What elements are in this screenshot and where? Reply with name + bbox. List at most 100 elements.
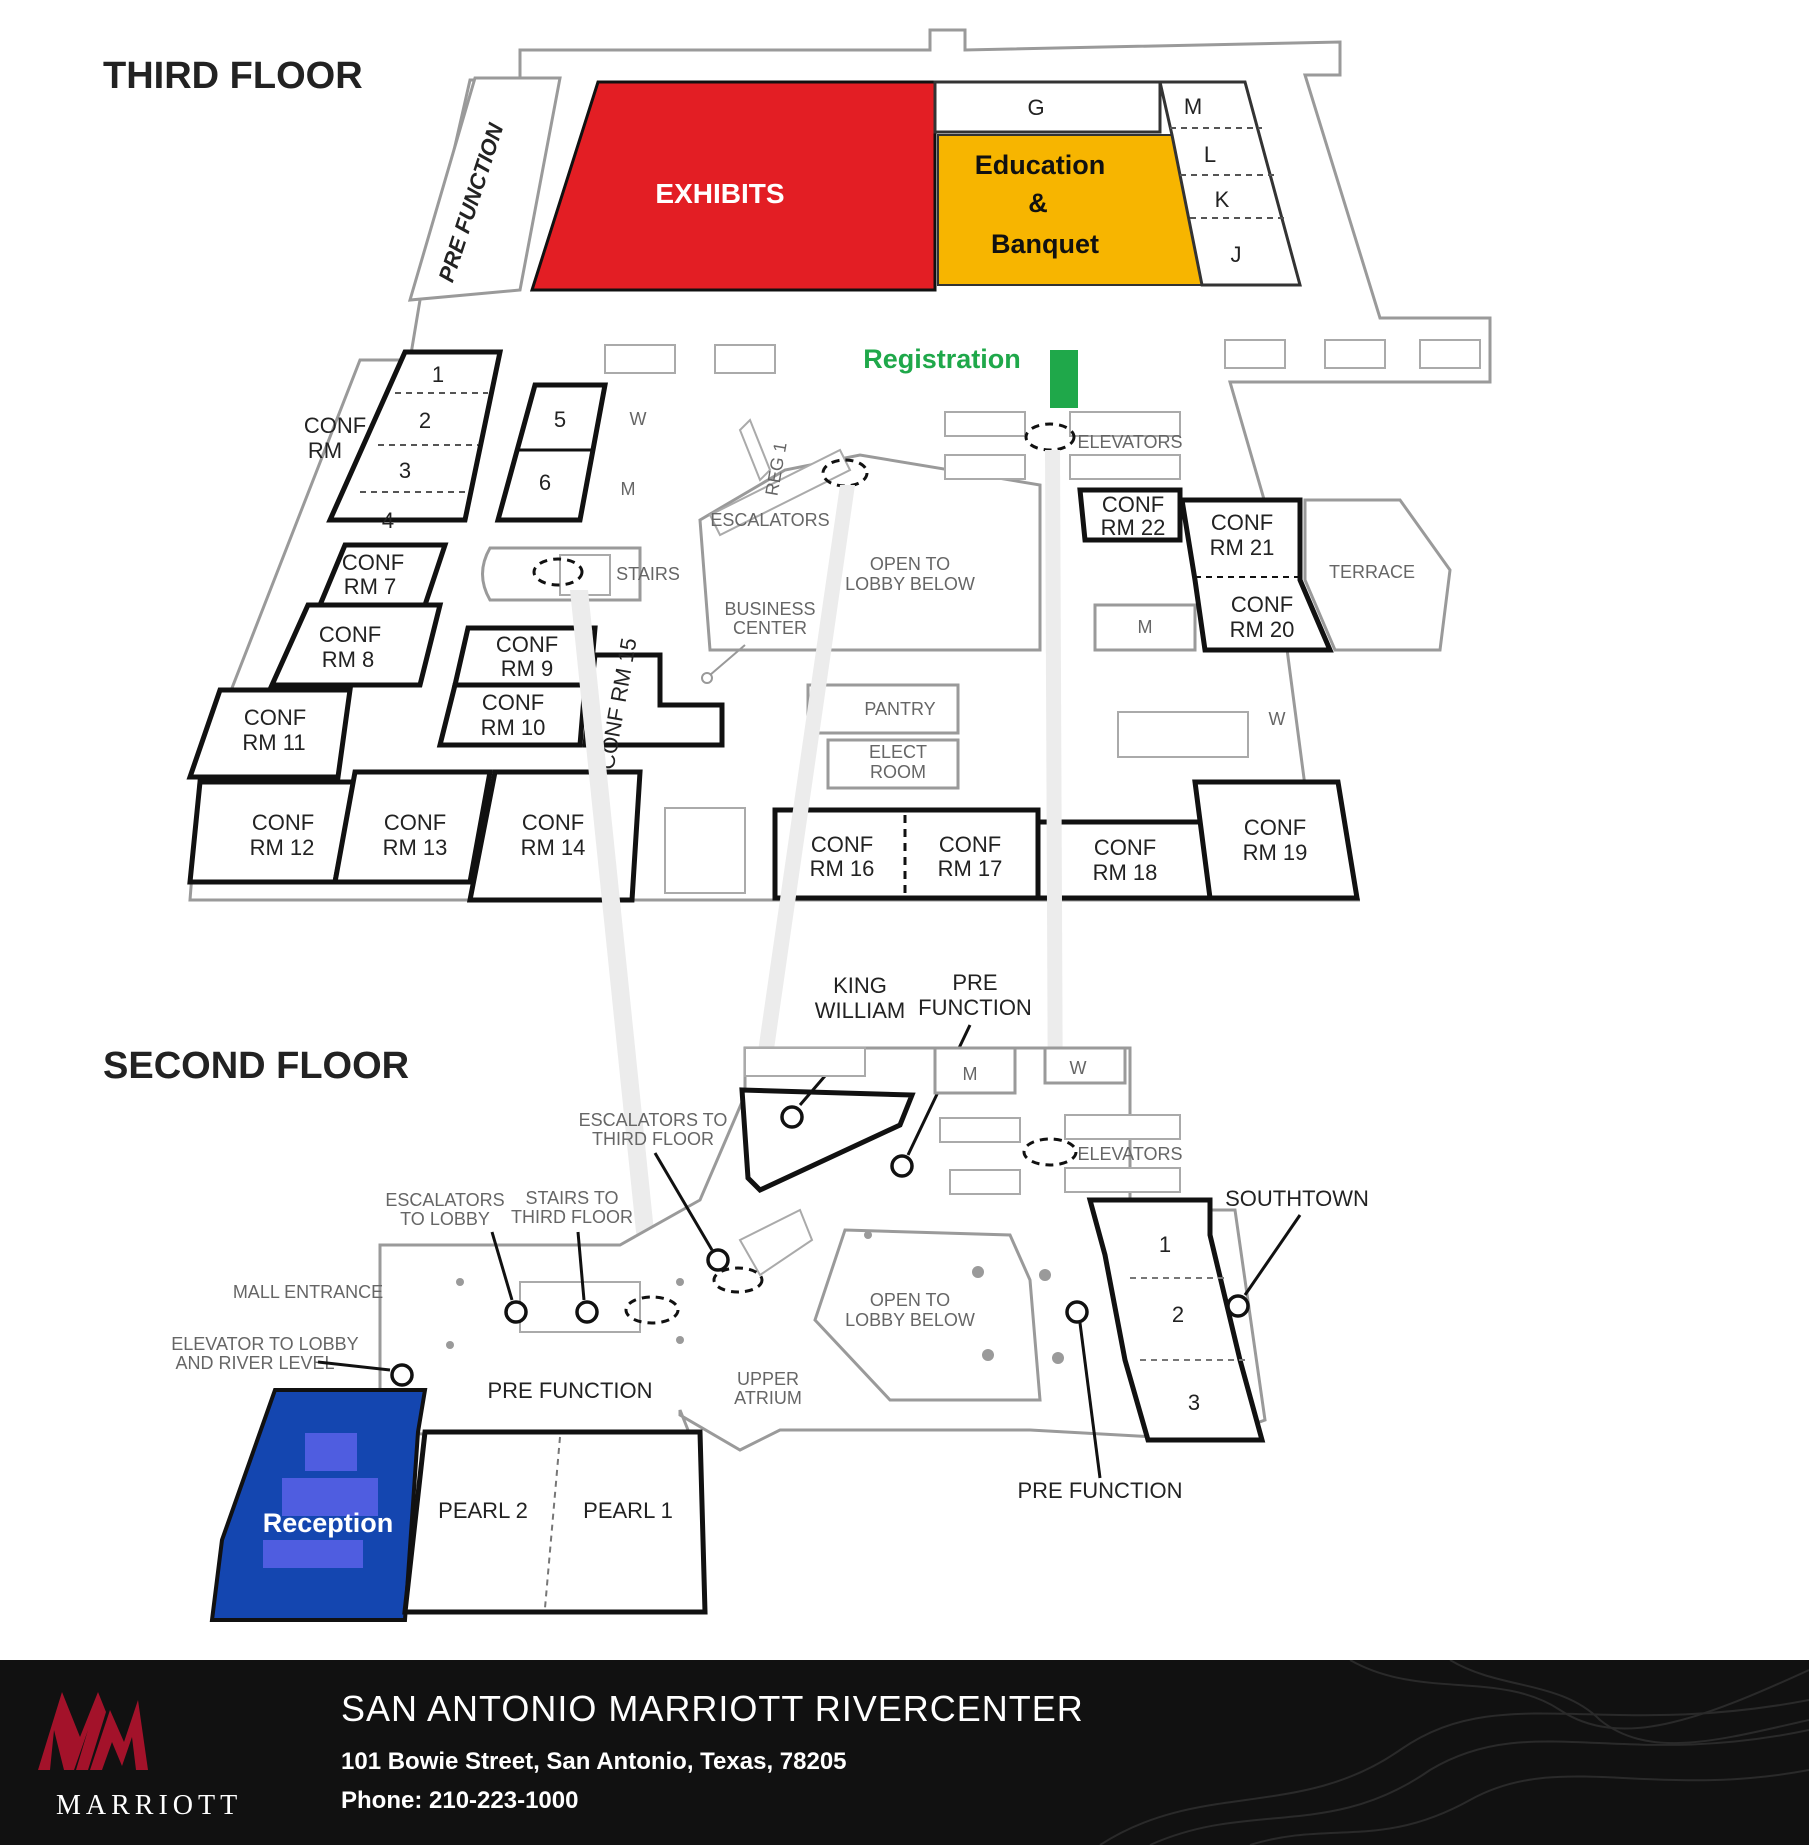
hotel-name: SAN ANTONIO MARRIOTT RIVERCENTER	[341, 1688, 1084, 1729]
conf-rm-3-label: 3	[399, 458, 411, 483]
reception-table-3	[263, 1540, 363, 1568]
conf-rm-20-label-1: CONF	[1231, 592, 1293, 617]
escalators-third-1: ESCALATORS TO	[579, 1110, 728, 1130]
terrace	[1303, 498, 1452, 652]
southtown-marker[interactable]	[1226, 1294, 1250, 1318]
restroom-w-2f: W	[1070, 1058, 1087, 1078]
education-label: Education	[975, 150, 1106, 180]
conf-rm-label-2: RM	[308, 438, 342, 463]
elevator-bank-3f-4	[1069, 454, 1181, 480]
elevator-marker-2f	[1022, 1137, 1078, 1167]
escalators-lobby-marker[interactable]	[504, 1300, 528, 1324]
conf-rm-label-1: CONF	[304, 413, 366, 438]
escalator-oval-2f	[712, 1266, 764, 1294]
columns	[446, 1231, 1064, 1364]
pre-function-bottom-marker[interactable]	[1065, 1300, 1089, 1324]
conf-rm-20-21[interactable]	[1179, 497, 1334, 653]
conf-rm-17-label-1: CONF	[939, 832, 1001, 857]
ballroom-k-label: K	[1215, 187, 1230, 212]
conf-rm-1-4[interactable]	[326, 349, 504, 523]
reg1-desk	[738, 418, 772, 482]
terrace-label: TERRACE	[1329, 562, 1415, 582]
southtown-rooms[interactable]	[1086, 1197, 1266, 1443]
elect-room	[826, 738, 960, 790]
pre-function-bottom-label: PRE FUNCTION	[1018, 1478, 1183, 1503]
conf-rm-11-label-2: RM 11	[242, 730, 305, 755]
conf-rm-8-label-2: RM 8	[322, 647, 375, 672]
service-stairs-1	[1224, 339, 1286, 369]
conf-rm-5-6[interactable]	[494, 382, 609, 523]
education-amp: &	[1028, 188, 1048, 218]
conf-rm-12-label-2: RM 12	[250, 835, 315, 860]
conf-rm-13-label-2: RM 13	[383, 835, 448, 860]
conf-rm-4-label: 4	[382, 508, 394, 533]
escalators-third-marker[interactable]	[706, 1248, 730, 1272]
restroom-m-3f-right-box	[1093, 603, 1197, 652]
restroom-m-2f: M	[963, 1064, 978, 1084]
conf-rm-22-label-2: RM 22	[1101, 515, 1166, 540]
open-to-lobby-2f-1: OPEN TO	[870, 1290, 950, 1310]
ballroom-mlkj[interactable]	[1158, 80, 1302, 287]
reception-table-1	[305, 1433, 357, 1471]
conf-rm-15[interactable]	[582, 652, 725, 748]
conf-rm-1-label: 1	[432, 362, 444, 387]
upper-atrium-1: UPPER	[737, 1369, 799, 1389]
footer: MARRIOTT SAN ANTONIO MARRIOTT RIVERCENTE…	[0, 1660, 1809, 1845]
elevators-2f-label: ELEVATORS	[1077, 1144, 1182, 1164]
topographic-pattern	[1099, 1660, 1809, 1845]
conf-rm-13[interactable]	[332, 769, 493, 885]
conf-rm-10[interactable]	[436, 682, 588, 748]
pearl-rooms[interactable]	[402, 1429, 708, 1615]
conf-rm-11[interactable]	[186, 687, 353, 780]
conf-rm-2-label: 2	[419, 408, 431, 433]
mall-entrance-label: MALL ENTRANCE	[233, 1282, 383, 1302]
pre-function-top-marker[interactable]	[890, 1154, 914, 1178]
ballroom-m-label: M	[1184, 94, 1202, 119]
conf-rm-16-label-2: RM 16	[810, 856, 875, 881]
elevator-bank-2f-4	[1064, 1167, 1181, 1193]
conf-rm-10-label-1: CONF	[482, 690, 544, 715]
stairs-third-marker[interactable]	[575, 1300, 599, 1324]
southtown-3-label: 3	[1188, 1390, 1200, 1415]
ballroom-g-label: G	[1027, 95, 1044, 120]
elevator-lobby-marker[interactable]	[390, 1363, 414, 1387]
elevator-bank-2f-3	[1064, 1114, 1181, 1140]
service-stairs-2	[1324, 339, 1386, 369]
reception-label: Reception	[263, 1508, 394, 1538]
conf-rm-9-label-2: RM 9	[501, 656, 554, 681]
marriott-logo	[38, 1692, 148, 1770]
hotel-phone[interactable]: Phone: 210-223-1000	[341, 1787, 579, 1814]
restroom-m-3f-right: M	[1138, 617, 1153, 637]
elevator-bank-2f-2	[949, 1169, 1021, 1195]
reception-table-2	[282, 1478, 378, 1516]
stairs-3f-right	[1117, 711, 1249, 758]
open-to-lobby-3f	[698, 453, 1042, 652]
escalators-lobby-2: TO LOBBY	[400, 1209, 490, 1229]
elect-room-1: ELECT	[869, 742, 927, 762]
ballroom-j-label: J	[1231, 242, 1242, 267]
conf-rm-19[interactable]	[1192, 779, 1360, 901]
pre-function-top-1: PRE	[952, 970, 997, 995]
stairs-3f-label: STAIRS	[616, 564, 680, 584]
restroom-w-3f-right: W	[1269, 709, 1286, 729]
conf-rm-7-label-2: RM 7	[344, 574, 397, 599]
king-william-marker[interactable]	[780, 1105, 804, 1129]
service-stairs-4	[604, 344, 676, 374]
exhibits-hall[interactable]	[529, 80, 937, 292]
conf-rm-12-label-1: CONF	[252, 810, 314, 835]
service-stairs-5	[714, 344, 776, 374]
king-william-2: WILLIAM	[815, 998, 905, 1023]
conf-rm-22[interactable]	[1077, 487, 1183, 543]
conf-rm-8[interactable]	[268, 602, 444, 688]
southtown-1-label: 1	[1159, 1232, 1171, 1257]
escalators-3f	[708, 448, 852, 537]
escalator-marker-3f	[821, 458, 869, 488]
registration-desk[interactable]	[1050, 350, 1078, 408]
conf-rm-9-label-1: CONF	[496, 632, 558, 657]
ballroom-g[interactable]	[933, 80, 1162, 134]
escalators-third-2: THIRD FLOOR	[592, 1129, 714, 1149]
escalators-2f-up	[738, 1208, 814, 1277]
pearl-1-label: PEARL 1	[583, 1498, 673, 1523]
brand-name: MARRIOTT	[56, 1790, 243, 1821]
third-floor-title: THIRD FLOOR	[103, 55, 363, 97]
